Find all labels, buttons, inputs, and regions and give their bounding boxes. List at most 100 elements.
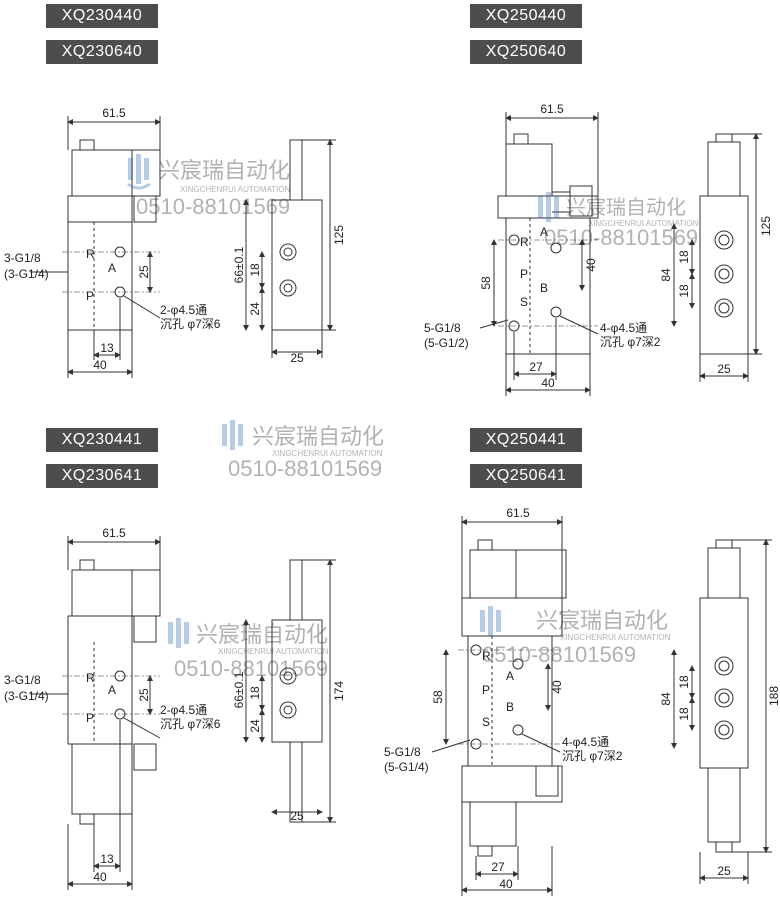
port-label: P xyxy=(520,267,528,281)
watermark-phone: 0510-88101569 xyxy=(136,194,290,219)
watermark-sub: XINGCHENRUI AUTOMATION xyxy=(218,647,329,656)
watermark-brand: 兴宸瑞自动化 xyxy=(196,623,328,648)
lower-body xyxy=(461,765,563,803)
dim-height: 125 xyxy=(759,216,773,236)
model-tag: XQ230441 xyxy=(46,428,158,452)
watermark-logo-icon xyxy=(168,618,189,648)
watermark-sub: XINGCHENRUI AUTOMATION xyxy=(560,633,671,642)
dim-height: 188 xyxy=(767,686,780,706)
labels-xq230440: 61.5 13 40 25 25 18 24 66±0.1 125 R A P … xyxy=(4,106,346,372)
port-label: A xyxy=(540,225,548,239)
dim-height: 40 xyxy=(550,680,564,694)
dim-height: 24 xyxy=(248,302,262,316)
dim-width: 61.5 xyxy=(540,102,564,116)
dim-width: 13 xyxy=(100,852,114,866)
dim-width: 40 xyxy=(499,877,513,891)
ports-callout: 3-G1/8 xyxy=(4,251,41,265)
hole-callout: 2-φ4.5通 xyxy=(160,303,207,317)
port-label: P xyxy=(86,711,94,725)
watermark: 兴宸瑞自动化 XINGCHENRUI AUTOMATION 0510-88101… xyxy=(127,154,291,219)
dim-width: 25 xyxy=(290,809,304,823)
watermark: 兴宸瑞自动化 XINGCHENRUI AUTOMATION 0510-88101… xyxy=(480,606,671,667)
port-label: R xyxy=(86,247,95,261)
labels-xq250441: 61.5 27 40 25 58 40 84 18 18 188 R A P B… xyxy=(384,506,780,891)
valve-body xyxy=(505,217,591,355)
model-tag: XQ250640 xyxy=(470,40,582,64)
ports-callout: (5-G1/2) xyxy=(424,336,469,350)
watermark-sub: XINGCHENRUI AUTOMATION xyxy=(180,185,291,194)
hole-callout: 沉孔 φ7深6 xyxy=(160,317,221,331)
hole-callout: 4-φ4.5通 xyxy=(562,735,609,749)
watermark-brand: 兴宸瑞自动化 xyxy=(566,195,686,219)
dim-height: 18 xyxy=(677,675,691,689)
dim-width: 61.5 xyxy=(102,106,126,120)
ports-callout: 3-G1/8 xyxy=(4,673,41,687)
port-label: B xyxy=(540,281,548,295)
dim-width: 40 xyxy=(541,376,555,390)
valve-body xyxy=(67,195,133,331)
hole-callout: 4-φ4.5通 xyxy=(600,321,647,335)
watermark-logo-icon xyxy=(127,154,151,190)
dim-height: 18 xyxy=(677,284,691,298)
model-tag: XQ250441 xyxy=(470,428,582,452)
dim-height: 174 xyxy=(332,681,346,701)
port-label: P xyxy=(482,683,490,697)
solenoid-coil xyxy=(469,801,517,847)
port-label: S xyxy=(520,295,528,309)
drawing-xq250440 xyxy=(479,112,762,396)
dim-width: 27 xyxy=(529,360,543,374)
watermark-brand: 兴宸瑞自动化 xyxy=(252,425,384,450)
port-label: R xyxy=(520,235,529,249)
ports-callout: (3-G1/4) xyxy=(4,267,49,281)
solenoid-coil xyxy=(505,143,553,197)
dim-height: 125 xyxy=(332,225,346,245)
top-cap xyxy=(79,139,95,151)
watermark-sub: XINGCHENRUI AUTOMATION xyxy=(588,219,699,228)
solenoid-coil xyxy=(71,743,133,815)
watermark-logo-icon xyxy=(480,606,501,636)
drawing-xq230441 xyxy=(30,536,336,890)
side-body xyxy=(271,199,323,331)
dim-height: 24 xyxy=(248,719,262,733)
connector-plug xyxy=(133,615,157,643)
side-pin xyxy=(289,139,303,201)
watermark-phone: 0510-88101569 xyxy=(174,656,328,681)
port-label: A xyxy=(108,261,116,275)
dim-width: 13 xyxy=(100,341,114,355)
dim-height: 18 xyxy=(248,263,262,277)
dim-height: 18 xyxy=(248,686,262,700)
model-tag: XQ230440 xyxy=(46,4,158,28)
dim-width: 40 xyxy=(93,870,107,884)
dim-width: 61.5 xyxy=(506,506,530,520)
hole-callout: 2-φ4.5通 xyxy=(160,703,207,717)
dim-height: 18 xyxy=(677,707,691,721)
solenoid-coil xyxy=(71,569,133,617)
solenoid-coil xyxy=(469,549,517,599)
solenoid-coil xyxy=(71,149,133,197)
connector-plug xyxy=(569,185,593,217)
connector-plug xyxy=(133,195,157,223)
port-label: S xyxy=(482,715,490,729)
watermark-phone: 0510-88101569 xyxy=(228,456,382,481)
labels-xq250440: 61.5 27 40 25 58 40 84 18 18 125 R A P B… xyxy=(424,102,773,390)
dim-height: 66±0.1 xyxy=(232,671,246,708)
dim-height: 84 xyxy=(659,692,673,706)
drawing-xq230440 xyxy=(30,116,336,378)
watermark: 兴宸瑞自动化 XINGCHENRUI AUTOMATION 0510-88101… xyxy=(538,192,699,250)
watermark-phone: 0510-88101569 xyxy=(544,225,698,250)
port-label: R xyxy=(86,671,95,685)
ports-callout: (3-G1/4) xyxy=(4,689,49,703)
port-label: R xyxy=(482,649,491,663)
dim-width: 25 xyxy=(290,351,304,365)
model-tag: XQ230640 xyxy=(46,40,158,64)
model-tag: XQ250440 xyxy=(470,4,582,28)
dim-width: 25 xyxy=(717,362,731,376)
port-label: P xyxy=(86,289,94,303)
dim-width: 61.5 xyxy=(102,526,126,540)
connector-plug xyxy=(535,765,559,797)
labels-xq230441: 61.5 13 40 25 25 18 24 66±0.1 174 R A P … xyxy=(4,526,346,884)
hole-callout: 沉孔 φ7深6 xyxy=(160,717,221,731)
dim-height: 25 xyxy=(137,688,151,702)
watermark-brand: 兴宸瑞自动化 xyxy=(158,159,290,184)
